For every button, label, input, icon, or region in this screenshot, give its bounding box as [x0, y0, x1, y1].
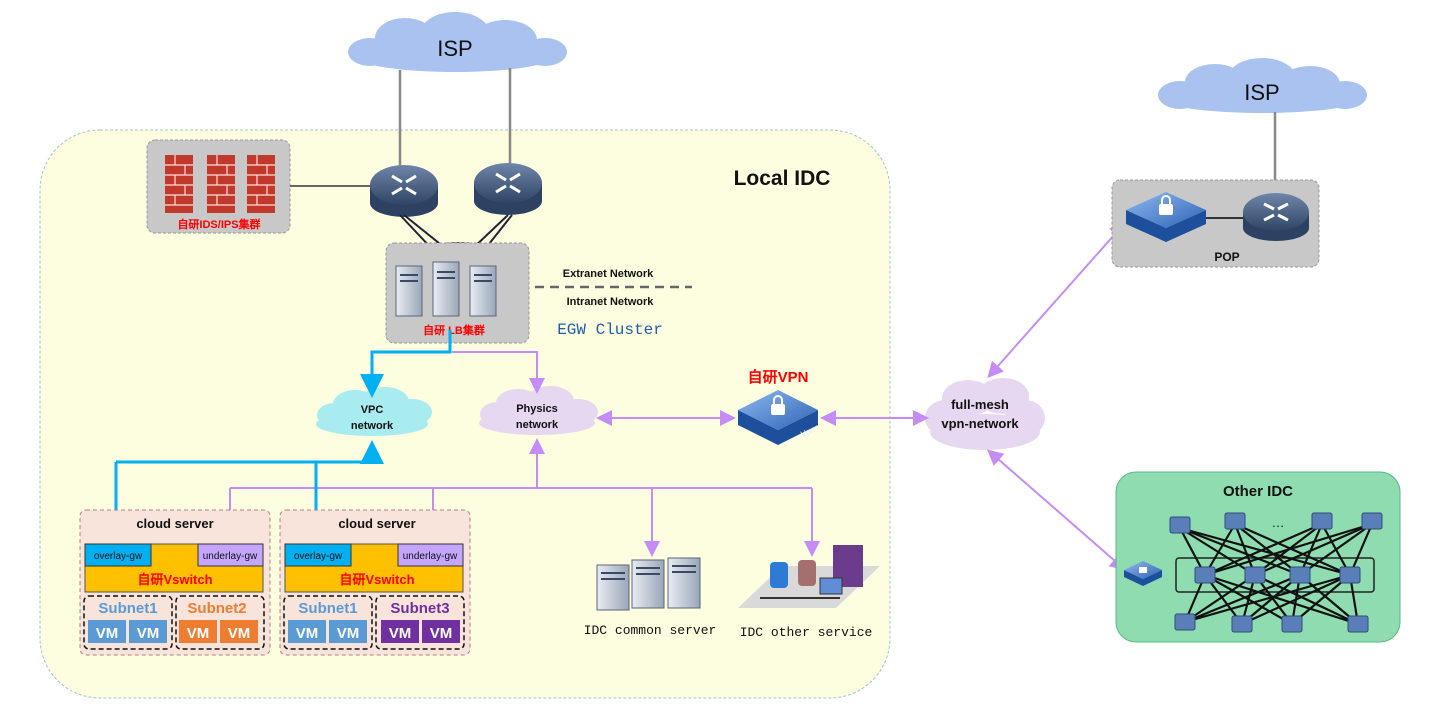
- vm-label: VM: [337, 625, 360, 642]
- server-icon: [395, 261, 497, 317]
- lb-vpc-link: [360, 330, 452, 398]
- firewall-icon: [165, 155, 275, 213]
- vpc-network-label-1: VPC: [361, 404, 384, 416]
- cloud-server-title: cloud server: [136, 516, 213, 531]
- subnet-label: Subnet3: [390, 600, 449, 617]
- subnet-label: Subnet1: [98, 600, 157, 617]
- local-idc-title: Local IDC: [734, 167, 831, 190]
- router-icon: [370, 165, 438, 217]
- vm-label: VM: [430, 625, 453, 642]
- underlay-gw-label: underlay-gw: [203, 551, 258, 562]
- vpc-network-label-2: network: [351, 420, 394, 432]
- services-icon: [738, 545, 880, 608]
- vm-label: VM: [187, 625, 210, 642]
- isp-cloud-right: ISP: [1158, 58, 1367, 113]
- vm-label: VM: [96, 625, 119, 642]
- other-idc-mesh: [1179, 522, 1374, 626]
- other-idc-title: Other IDC: [1223, 483, 1293, 500]
- subnet-box: [175, 595, 265, 650]
- physics-network-cloud: Physics network: [479, 386, 598, 435]
- underlay-gw-box: [197, 543, 264, 567]
- other-idc-ellipsis: …: [1272, 515, 1285, 530]
- lb-cluster-label: 自研 LB集群: [423, 323, 485, 337]
- subnet-box: [375, 595, 465, 650]
- cloud-server-title: cloud server: [338, 516, 415, 531]
- cloud-server-2: cloud server overlay-gw underlay-gw 自研Vs…: [279, 509, 471, 656]
- vm-label: VM: [137, 625, 160, 642]
- fullmesh-label-1: full-mesh: [951, 397, 1009, 412]
- fullmesh-label-2: vpn-network: [941, 416, 1019, 431]
- vswitch-label: 自研Vswitch: [137, 572, 212, 587]
- isp-top-label: ISP: [437, 36, 472, 61]
- vm-label: VM: [228, 625, 251, 642]
- intranet-label: Intranet Network: [567, 296, 655, 308]
- pop-label: POP: [1214, 250, 1239, 264]
- server-icon: [596, 557, 701, 611]
- vm-label: VM: [389, 625, 412, 642]
- vpn-icon: [1124, 561, 1162, 586]
- ids-ips-label: 自研IDS/IPS集群: [177, 217, 260, 231]
- lb-physics-link: [452, 351, 545, 394]
- subnet-box: [83, 595, 173, 650]
- underlay-gw-box: [397, 543, 464, 567]
- physics-network-label-2: network: [516, 419, 559, 431]
- overlay-gw-box: [84, 543, 152, 567]
- subnet-label: Subnet2: [187, 600, 246, 617]
- overlay-gw-box: [284, 543, 352, 567]
- overlay-gw-label: overlay-gw: [94, 551, 143, 562]
- vpn-icon: [1126, 192, 1206, 242]
- egw-cluster-label: EGW Cluster: [557, 321, 663, 339]
- subnet-label: Subnet1: [298, 600, 357, 617]
- fullmesh-pop-link: [987, 222, 1126, 378]
- switch-icons: [1169, 512, 1383, 633]
- vm-label: VM: [296, 625, 319, 642]
- core-switch-group: [1175, 557, 1375, 593]
- vswitch-label: 自研Vswitch: [339, 572, 414, 587]
- overlay-gw-label: overlay-gw: [294, 551, 343, 562]
- underlay-gw-label: underlay-gw: [403, 551, 458, 562]
- isp-cloud-top: ISP: [348, 12, 567, 72]
- idc-other-service-label: IDC other service: [740, 625, 873, 640]
- router-icon: [1243, 193, 1309, 241]
- extranet-label: Extranet Network: [563, 268, 654, 280]
- idc-common-server-label: IDC common server: [584, 623, 717, 638]
- physics-network-label-1: Physics: [516, 403, 558, 415]
- vpn-label: 自研VPN: [748, 368, 809, 386]
- fullmesh-cloud: full-mesh vpn-network: [925, 378, 1045, 450]
- vpn-icon: Vpn: [738, 390, 818, 445]
- fullmesh-otheridc-link: [986, 449, 1127, 571]
- subnet-box: [283, 595, 373, 650]
- cloud-server-1: cloud server overlay-gw underlay-gw 自研Vs…: [79, 509, 271, 656]
- router-icon: [474, 163, 542, 215]
- isp-right-label: ISP: [1244, 80, 1279, 105]
